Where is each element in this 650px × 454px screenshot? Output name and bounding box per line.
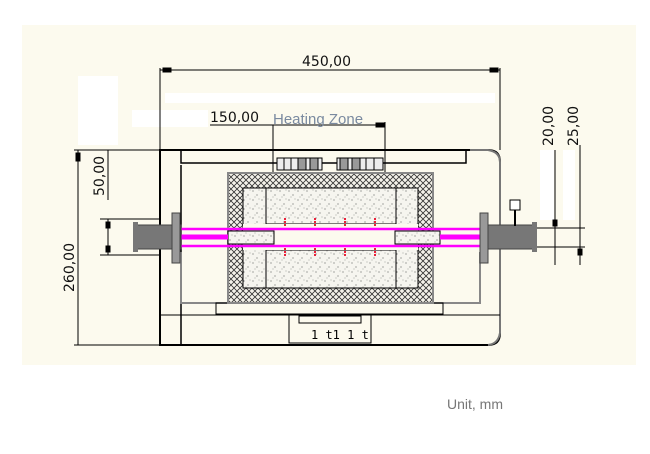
dimension-left	[74, 149, 160, 346]
control-panel-text: 1 t1 1 t	[311, 328, 369, 342]
control-panel	[288, 314, 372, 344]
tube-inner-label: 20,00	[541, 106, 557, 146]
vent-left	[276, 157, 323, 171]
tube-plug-left	[227, 230, 275, 245]
unit-label: Unit, mm	[447, 396, 503, 412]
heating-zone-label: Heating Zone	[273, 111, 363, 128]
overall-width-label: 450,00	[302, 54, 351, 70]
flange-left	[133, 212, 182, 264]
heating-elements	[284, 218, 376, 257]
dimension-overall-width	[159, 67, 501, 150]
tube-outer-label: 25,00	[566, 106, 582, 146]
top-offset-label: 50,00	[92, 156, 108, 196]
vent-right	[336, 157, 384, 171]
dimension-heating-zone	[210, 122, 386, 175]
flange-right	[479, 199, 537, 264]
heating-zone-length-label: 150,00	[210, 110, 259, 126]
dimension-right	[500, 145, 585, 265]
overall-height-label: 260,00	[62, 243, 78, 292]
tube-plug-right	[394, 230, 441, 245]
quartz-tube	[160, 227, 500, 248]
